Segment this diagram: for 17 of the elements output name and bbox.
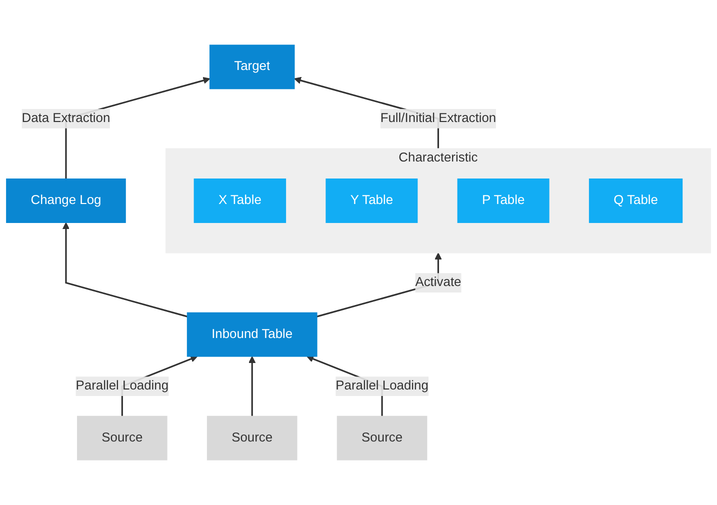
edge-label: Activate — [415, 276, 462, 290]
edge-label: Parallel Loading — [76, 379, 169, 393]
node-box: Source — [206, 416, 298, 460]
arrow — [62, 222, 188, 318]
edge-label: Full/Initial Extraction — [380, 111, 496, 126]
node-box: Q Table — [588, 178, 683, 223]
node-box: Target — [209, 44, 295, 90]
node-box: Inbound Table — [186, 312, 318, 357]
edge-label: Parallel Loading — [336, 379, 428, 393]
node-box: Source — [336, 416, 428, 460]
node-box: Change Log — [6, 178, 126, 223]
node-box: Source — [77, 416, 168, 460]
node-box: X Table — [194, 178, 286, 223]
node-box: Y Table — [326, 178, 418, 223]
node-box: P Table — [457, 178, 550, 223]
edge-label: Data Extraction — [22, 111, 110, 126]
arrow — [248, 356, 256, 416]
